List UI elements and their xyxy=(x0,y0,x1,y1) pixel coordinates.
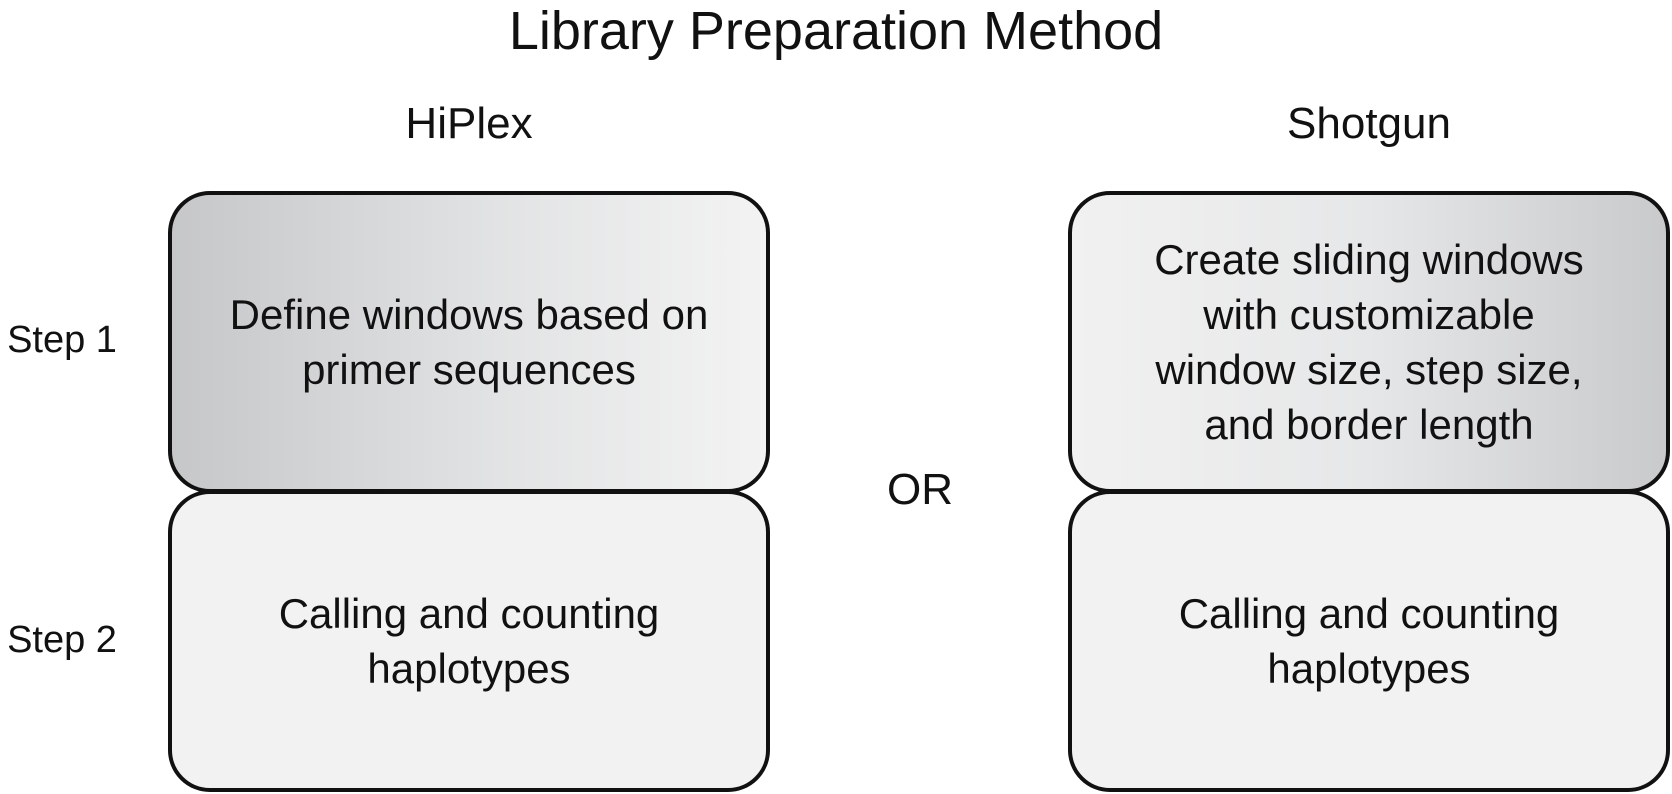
step-label-2: Step 2 xyxy=(7,619,117,661)
step-label-1: Step 1 xyxy=(7,319,117,361)
column-header-shotgun: Shotgun xyxy=(1287,99,1451,148)
hiplex-step1-text: Define windows based on primer sequences xyxy=(229,291,709,393)
hiplex-step1-box: Define windows based on primer sequences xyxy=(168,191,770,493)
shotgun-step2-text: Calling and counting haplotypes xyxy=(1178,590,1560,692)
hiplex-step2-text: Calling and counting haplotypes xyxy=(278,590,660,692)
shotgun-step2-box: Calling and counting haplotypes xyxy=(1068,490,1670,792)
diagram-title: Library Preparation Method xyxy=(508,1,1164,61)
hiplex-step2-box: Calling and counting haplotypes xyxy=(168,490,770,792)
column-header-hiplex: HiPlex xyxy=(405,99,533,148)
shotgun-step1-box: Create sliding windows with customizable… xyxy=(1068,191,1670,493)
shotgun-step1-text: Create sliding windows with customizable… xyxy=(1154,236,1584,448)
or-separator: OR xyxy=(887,465,953,514)
